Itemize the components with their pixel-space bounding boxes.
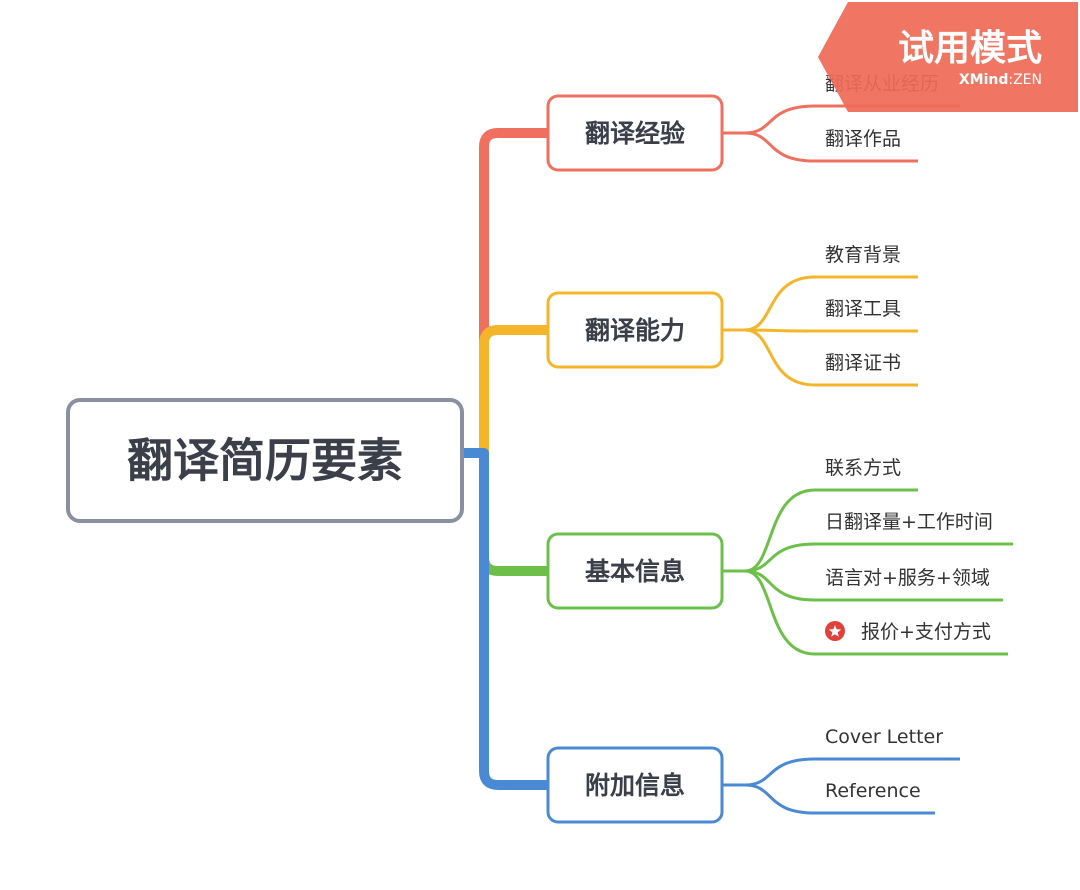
branch-connector [479, 325, 553, 458]
leaf-connector [744, 328, 918, 387]
branch-connector [479, 128, 553, 458]
leaf-topic-label: 翻译作品 [825, 128, 901, 150]
xmind-logo: XMind:ZEN [959, 72, 1042, 88]
leaf-topic[interactable]: 翻译工具 [825, 298, 901, 320]
leaf-topic[interactable]: Reference [825, 780, 921, 802]
leaf-connector [744, 569, 1003, 602]
branch-topic-label: 附加信息 [585, 771, 685, 800]
leaf-connector [744, 542, 1013, 573]
leaf-connector [744, 488, 918, 573]
leaf-topic[interactable]: Cover Letter [825, 726, 943, 748]
branch-connector [479, 448, 553, 790]
leaf-connector [744, 328, 918, 333]
branch-topic[interactable]: 翻译经验 [546, 94, 724, 172]
branch-topic-label: 翻译能力 [585, 316, 685, 345]
leaf-topic-label: 联系方式 [825, 457, 901, 479]
leaf-topic[interactable]: 报价+支付方式 [825, 621, 991, 643]
leaf-topic-label: 语言对+服务+领域 [825, 567, 990, 589]
branch-topic-label: 基本信息 [585, 557, 685, 586]
trial-banner [818, 2, 1078, 112]
leaf-topic[interactable]: 语言对+服务+领域 [825, 567, 990, 589]
connectors [462, 104, 1013, 815]
leaf-connector [744, 569, 1008, 656]
nodes: 翻译简历要素翻译经验翻译从业经历翻译作品翻译能力教育背景翻译工具翻译证书基本信息… [66, 73, 993, 824]
leaf-connector [744, 104, 960, 135]
branch-topic[interactable]: 附加信息 [546, 746, 724, 824]
root-topic[interactable]: 翻译简历要素 [66, 398, 464, 523]
leaf-topic[interactable]: 翻译作品 [825, 128, 901, 150]
branch-topic-label: 翻译经验 [585, 119, 685, 148]
leaf-connector [744, 131, 918, 163]
leaf-topic[interactable]: 翻译证书 [825, 352, 901, 374]
star-icon [825, 621, 845, 641]
leaf-topic-label: 翻译工具 [825, 298, 901, 320]
leaf-topic-label: Reference [825, 780, 921, 802]
leaf-topic[interactable]: 联系方式 [825, 457, 901, 479]
root-topic-label: 翻译简历要素 [127, 434, 403, 488]
trial-mode-label: 试用模式 [898, 28, 1042, 69]
branch-topic[interactable]: 基本信息 [546, 532, 724, 610]
leaf-topic-label: 报价+支付方式 [861, 621, 991, 643]
leaf-topic-label: Cover Letter [825, 726, 943, 748]
trial-watermark: 试用模式 XMind:ZEN [818, 2, 1078, 112]
branch-topic[interactable]: 翻译能力 [546, 291, 724, 369]
leaf-topic[interactable]: 教育背景 [825, 244, 901, 266]
leaf-topic[interactable]: 日翻译量+工作时间 [825, 511, 993, 533]
leaf-connector [744, 275, 918, 332]
leaf-connector [744, 783, 935, 815]
leaf-connector [744, 757, 960, 787]
leaf-topic-label: 教育背景 [825, 244, 901, 266]
branch-connector [479, 448, 553, 576]
leaf-topic-label: 翻译证书 [825, 352, 901, 374]
leaf-topic-label: 日翻译量+工作时间 [825, 511, 993, 533]
